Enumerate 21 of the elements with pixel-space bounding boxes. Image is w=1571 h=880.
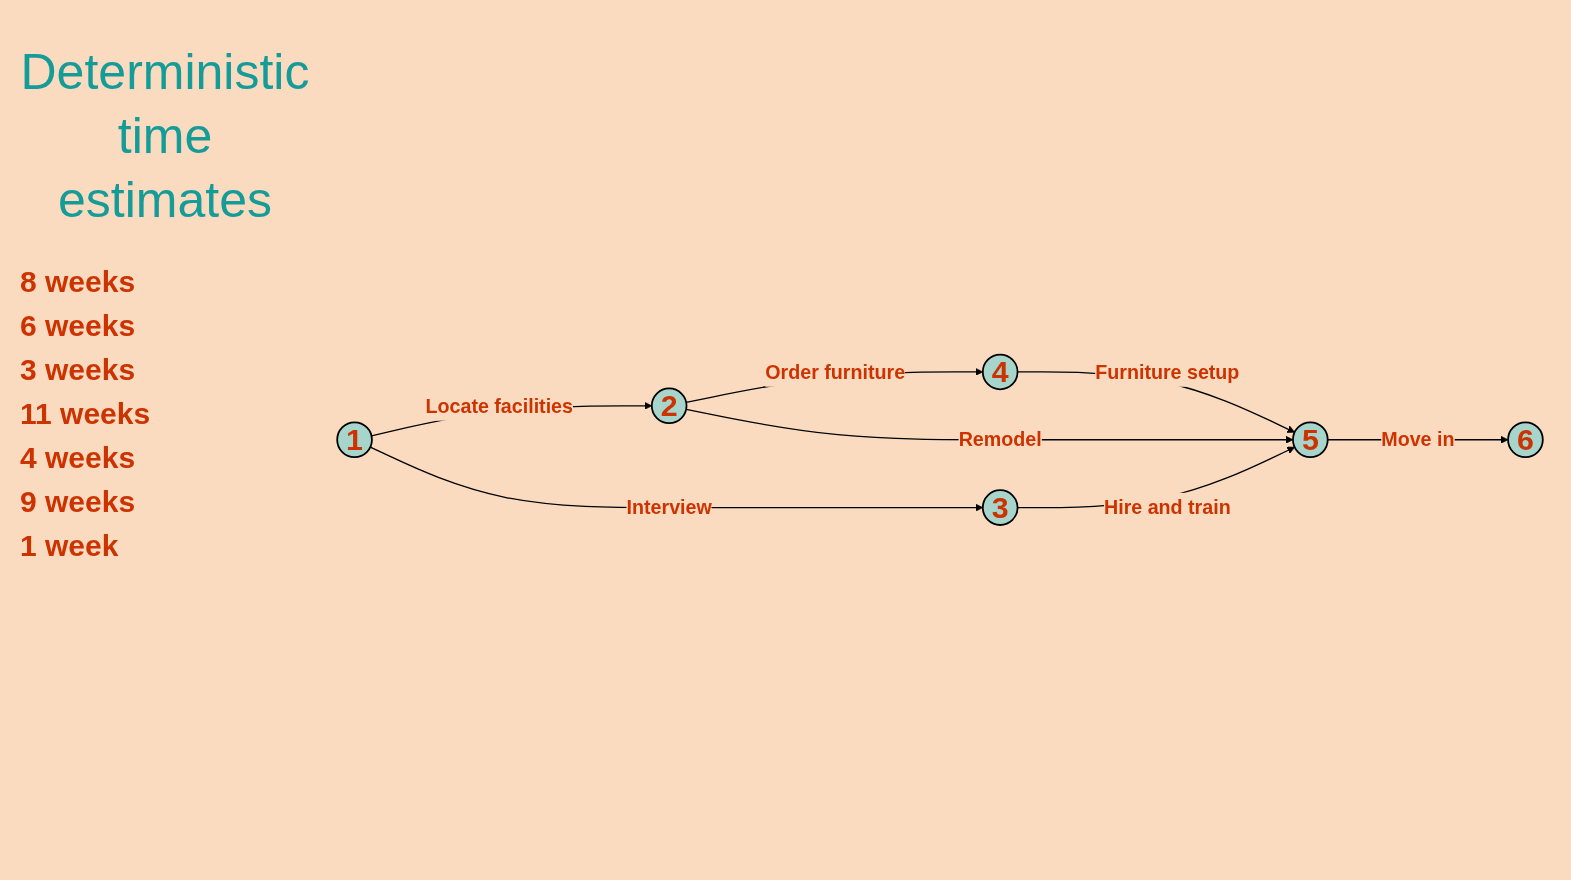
duration-label: 9 weeks bbox=[20, 484, 137, 520]
edge-label: Hire and train bbox=[1103, 496, 1231, 520]
node-circle: 3 bbox=[981, 489, 1019, 527]
title: Deterministic time estimates bbox=[19, 43, 311, 230]
edge-label: Interview bbox=[626, 496, 712, 520]
duration-label: 11 weeks bbox=[20, 396, 152, 432]
duration-label: 1 week bbox=[20, 528, 120, 564]
edge-label: Remodel bbox=[958, 428, 1042, 452]
duration-label: 8 weeks bbox=[20, 264, 137, 300]
edge-label: Locate facilities bbox=[425, 394, 573, 418]
node-circle: 6 bbox=[1507, 421, 1544, 459]
node-circle: 1 bbox=[336, 421, 373, 459]
duration-label: 4 weeks bbox=[20, 440, 137, 476]
edge-label: Move in bbox=[1381, 428, 1455, 452]
duration-label: 6 weeks bbox=[20, 308, 137, 344]
node-circle: 2 bbox=[650, 387, 688, 425]
edge-label: Order furniture bbox=[765, 360, 906, 384]
edge-label: Furniture setup bbox=[1095, 360, 1240, 384]
node-circle: 4 bbox=[981, 353, 1019, 391]
node-circle: 5 bbox=[1292, 421, 1329, 459]
duration-label: 3 weeks bbox=[20, 352, 137, 388]
